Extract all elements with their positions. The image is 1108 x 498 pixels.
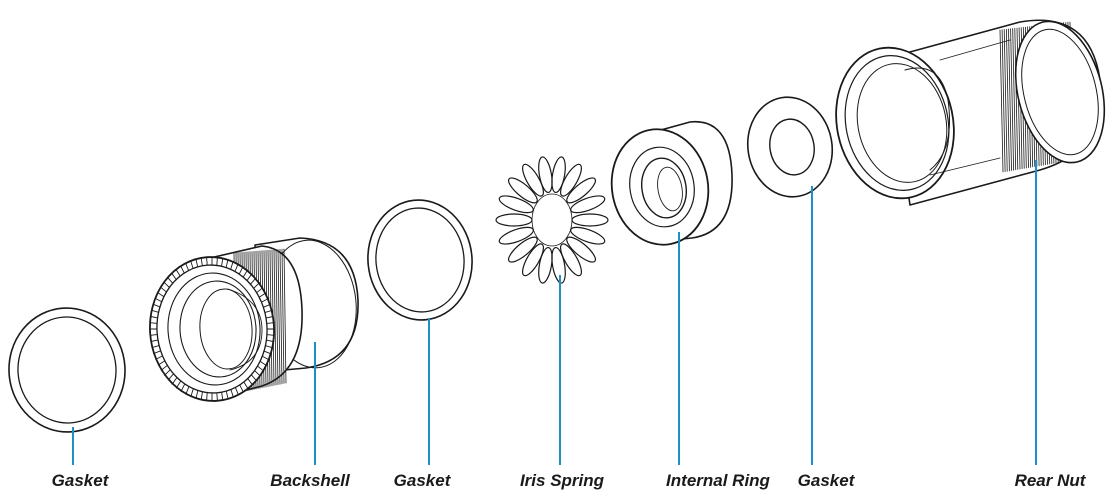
label-gasket-1: Gasket [51, 471, 109, 490]
knurl-tooth [216, 392, 218, 402]
label-backshell: Backshell [270, 471, 350, 490]
knurl-tooth [266, 322, 275, 324]
knurl-tooth [264, 309, 273, 313]
knurl-tooth [155, 355, 163, 360]
iris-spring-loop [571, 213, 609, 227]
iris-spring-loop [498, 226, 534, 245]
knurl-tooth [175, 380, 181, 389]
iris-spring-loop [560, 163, 582, 197]
knurl-ridge [275, 249, 279, 386]
knurl-ridge [999, 29, 1004, 173]
iris-spring-loop [522, 163, 544, 197]
knurl-tooth [164, 369, 171, 376]
knurl-ridge [1008, 28, 1012, 171]
knurl-tooth [157, 360, 165, 366]
knurl-tooth [230, 260, 234, 270]
knurl-ridge [1006, 28, 1010, 172]
iris-spring-loop [522, 243, 544, 277]
knurl-tooth [150, 316, 159, 319]
knurl-tooth [234, 263, 239, 272]
knurl-tooth [206, 256, 208, 266]
knurl-ridge [1012, 28, 1017, 171]
knurl-tooth [167, 373, 174, 381]
knurl-tooth [239, 266, 244, 275]
iris-spring-loop [570, 195, 606, 214]
label-gasket-2: Gasket [393, 471, 451, 490]
iris-spring-part [495, 156, 609, 284]
knurl-tooth [256, 287, 264, 293]
label-internal-ring: Internal Ring [666, 471, 770, 490]
iris-spring-loop [538, 156, 553, 194]
knurl-tooth [225, 390, 229, 399]
iris-spring-loop [570, 226, 606, 245]
label-iris-spring: Iris Spring [519, 471, 605, 490]
knurl-tooth [180, 383, 185, 392]
knurl-tooth [246, 273, 253, 281]
iris-spring-loop [566, 177, 597, 204]
knurl-tooth [221, 257, 224, 267]
knurl-tooth [265, 339, 274, 342]
knurl-tooth [171, 377, 178, 385]
knurl-tooth [160, 365, 168, 371]
knurl-tooth [190, 260, 194, 270]
iris-spring-centre [531, 193, 573, 247]
knurl-tooth [150, 339, 159, 342]
knurl-tooth [263, 303, 271, 308]
backshell-front-knurling [149, 256, 275, 402]
gasket-3-part [746, 96, 834, 198]
knurl-tooth [200, 257, 203, 267]
knurl-tooth [151, 309, 160, 313]
knurl-ridge [1010, 28, 1014, 171]
knurl-tooth [200, 391, 203, 401]
knurl-tooth [195, 390, 199, 399]
knurl-tooth [261, 298, 269, 303]
label-rear-nut: Rear Nut [1014, 471, 1086, 490]
backshell-part [149, 237, 359, 402]
knurl-ridge [1003, 29, 1008, 172]
internal-ring-part [610, 121, 733, 246]
iris-spring-loop [498, 195, 534, 214]
knurl-tooth [206, 392, 208, 402]
iris-spring-loop [538, 246, 553, 284]
knurl-ridge [1001, 29, 1006, 173]
iris-spring-loop [551, 156, 566, 194]
knurl-tooth [259, 292, 267, 298]
knurl-tooth [266, 334, 275, 336]
iris-spring-loop [566, 236, 597, 263]
iris-spring-loop [551, 246, 566, 284]
knurl-tooth [253, 282, 260, 289]
iris-spring-loop [507, 236, 538, 263]
iris-spring-loop [495, 213, 533, 227]
knurl-tooth [185, 386, 190, 395]
rear-nut-part [835, 19, 1106, 206]
gasket-2-part [367, 199, 473, 321]
knurl-ridge [279, 248, 283, 385]
iris-spring-loop [507, 177, 538, 204]
knurl-tooth [151, 345, 160, 349]
knurl-tooth [153, 350, 161, 355]
knurl-tooth [264, 345, 273, 349]
knurl-tooth [250, 277, 257, 285]
knurl-tooth [243, 269, 249, 278]
knurl-ridge [273, 249, 277, 386]
knurl-tooth [149, 334, 158, 336]
knurl-ridge [1014, 27, 1019, 170]
knurl-tooth [225, 259, 229, 268]
knurl-tooth [221, 391, 224, 401]
knurl-ridge [277, 249, 281, 385]
knurl-tooth [216, 256, 218, 266]
gasket-1-part [8, 307, 126, 433]
knurl-tooth [190, 388, 194, 398]
knurl-tooth [230, 388, 234, 398]
knurl-tooth [265, 316, 274, 319]
label-gasket-3: Gasket [797, 471, 855, 490]
knurl-tooth [149, 322, 158, 324]
knurl-ridge [283, 248, 287, 384]
iris-spring-loop [560, 243, 582, 277]
knurl-tooth [195, 259, 199, 268]
knurl-ridge [281, 248, 285, 384]
